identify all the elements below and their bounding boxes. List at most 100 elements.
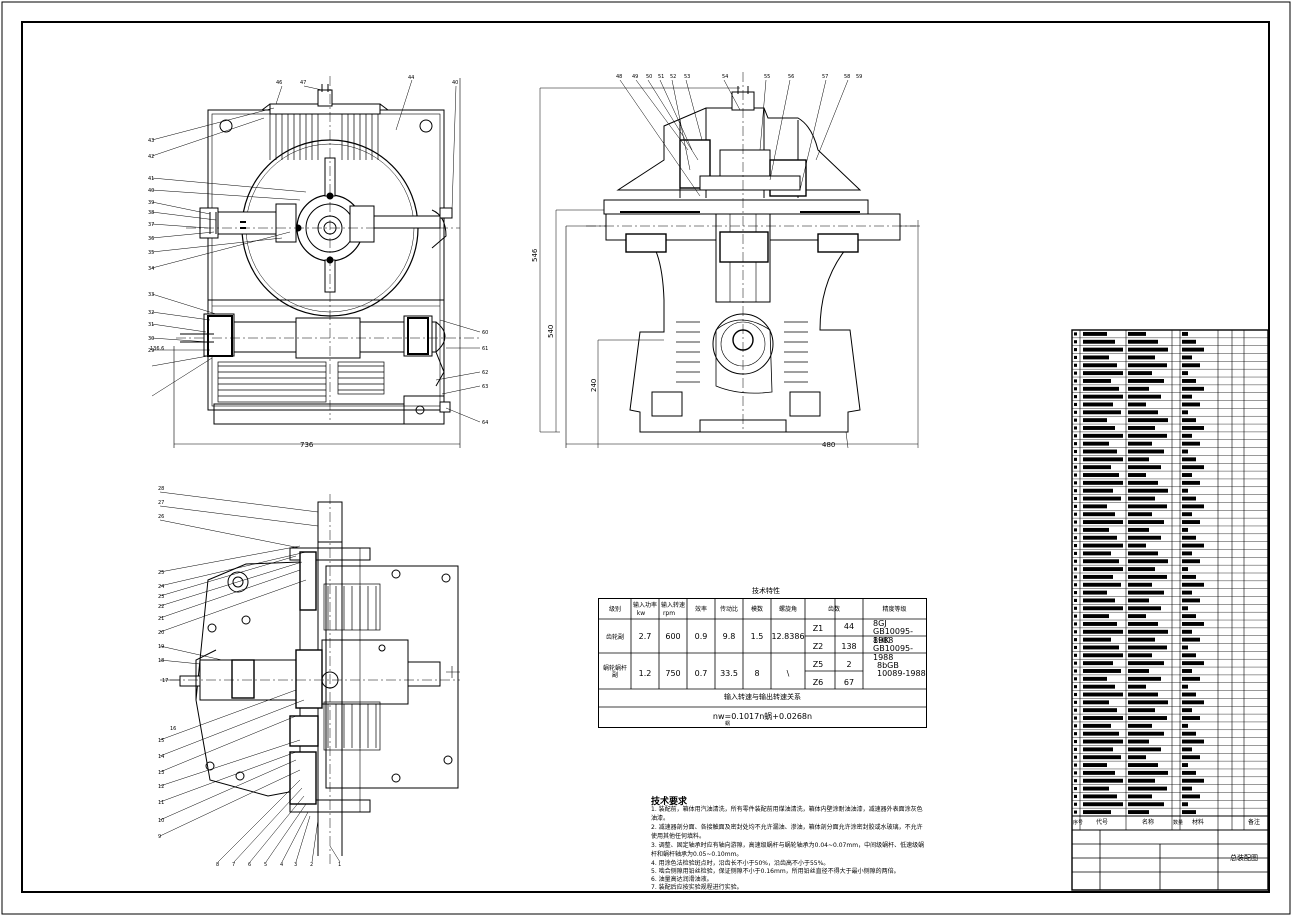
bom-entry-text (1182, 480, 1200, 485)
callout-number: 18 (158, 658, 164, 664)
bom-entry-text (1128, 512, 1152, 517)
specs-grid (599, 599, 926, 708)
bom-seq-number (1074, 802, 1077, 806)
bom-entry-text (1182, 527, 1188, 532)
bom-entry-text (1128, 755, 1146, 760)
bom-entry-text (1128, 653, 1152, 658)
bom-entry-text (1182, 598, 1200, 603)
header-precision: 精度等级 (882, 606, 907, 613)
bom-entry-text (1182, 794, 1200, 799)
bom-entry-text (1128, 574, 1167, 579)
bom-seq-number (1074, 387, 1077, 391)
bom-entry-text (1128, 504, 1167, 509)
row1-precision-c: 8HK (873, 636, 890, 645)
tb-col-material: 材料 (1192, 819, 1205, 826)
header-teeth: 齿数 (827, 606, 840, 613)
row1-power: 2.7 (638, 632, 652, 641)
bom-entry-text (1182, 700, 1204, 705)
requirement-line: 6. 油量高达润滑油液。 (651, 876, 713, 883)
row2-n5: 2 (846, 660, 852, 669)
callout-number: 42 (148, 154, 154, 160)
bom-entry-text (1083, 480, 1123, 485)
requirement-line: 4. 用涂色法检验斑点时，沿齿长不小于50%，沿齿高不小于55%。 (651, 860, 830, 867)
bom-seq-number (1074, 504, 1077, 508)
bom-entry-text (1128, 567, 1155, 572)
bom-entry-text (1083, 684, 1115, 689)
callout-number: 29 (148, 348, 154, 354)
dim-540: 540 (547, 325, 555, 338)
bom-seq-number (1074, 496, 1077, 501)
bom-entry-text (1182, 669, 1192, 673)
row1-efficiency: 0.9 (694, 632, 708, 641)
bom-entry-text (1128, 441, 1152, 446)
bom-entry-text (1128, 606, 1161, 611)
callout-number: 5 (264, 862, 267, 868)
bom-entry-text (1083, 637, 1111, 642)
bom-entry-text (1128, 394, 1161, 399)
bom-seq-number (1074, 794, 1077, 798)
bom-entry-text (1083, 402, 1113, 407)
bom-seq-number (1074, 340, 1077, 344)
bom-entry-text (1083, 661, 1113, 666)
bom-entry-text (1128, 739, 1149, 744)
bom-seq-number (1074, 426, 1077, 430)
bom-entry-text (1083, 331, 1107, 336)
callout-number: 8 (216, 862, 219, 868)
callout-number: 37 (148, 222, 154, 228)
bom-entry-text (1128, 410, 1158, 415)
bom-entry-text (1083, 355, 1109, 360)
bom-entry-text (1182, 551, 1192, 556)
row2-n6: 67 (843, 678, 855, 687)
bom-entry-text (1083, 606, 1123, 611)
bom-entry-text (1182, 802, 1188, 807)
header-helix: 螺旋角 (778, 606, 797, 613)
callout-number: 36 (148, 236, 154, 242)
bom-seq-number (1074, 700, 1077, 704)
tb-col-note: 备注 (1248, 819, 1261, 826)
tb-col-code: 代号 (1096, 819, 1109, 826)
row1-speed: 600 (665, 632, 681, 641)
bottom-view-leaders (159, 491, 341, 863)
header-efficiency: 效率 (694, 606, 707, 613)
bom-entry-text (1128, 637, 1155, 642)
bom-entry-text (1182, 378, 1196, 383)
callout-number: 41 (148, 176, 154, 182)
bom-entry-text (1182, 441, 1200, 446)
row2-efficiency: 0.7 (694, 669, 708, 678)
callout-number: 35 (148, 250, 154, 256)
callout-number: 48 (616, 74, 622, 80)
bom-seq-number (1074, 543, 1077, 548)
top-view-leaders (151, 79, 481, 423)
bom-entry-text (1083, 496, 1121, 501)
bom-seq-number (1074, 645, 1077, 650)
bom-entry-text (1182, 614, 1196, 619)
row1-helix: 12.8386 (771, 632, 805, 641)
bom-entry-text (1083, 763, 1107, 768)
bom-seq-number (1074, 708, 1077, 712)
bom-entry-text (1182, 684, 1188, 689)
front-view (539, 72, 920, 449)
callout-number: 56 (788, 74, 794, 80)
bom-entry-text (1182, 755, 1200, 760)
callout-number: 33 (148, 292, 154, 298)
callout-number: 13 (158, 770, 164, 776)
bom-entry-text (1083, 363, 1117, 368)
dim-546: 546 (531, 248, 539, 262)
bom-entry-text (1083, 543, 1123, 548)
callout-number: 39 (148, 200, 154, 206)
bom-entry-text (1128, 331, 1146, 336)
header-power-unit: kw (636, 610, 646, 617)
callout-number: 30 (148, 336, 154, 342)
bom-entry-text (1182, 418, 1196, 423)
requirement-line: 杆和蜗杆轴承为0.05~0.10mm。 (651, 851, 743, 858)
bom-seq-number (1074, 591, 1077, 595)
callout-number: 16 (170, 726, 176, 732)
row1-z2: Z2 (812, 642, 824, 651)
bom-entry-text (1182, 606, 1188, 611)
callout-number: 14 (158, 754, 164, 760)
callout-number: 17 (162, 678, 168, 684)
bom-seq-number (1074, 567, 1077, 571)
bottom-view (170, 494, 460, 866)
